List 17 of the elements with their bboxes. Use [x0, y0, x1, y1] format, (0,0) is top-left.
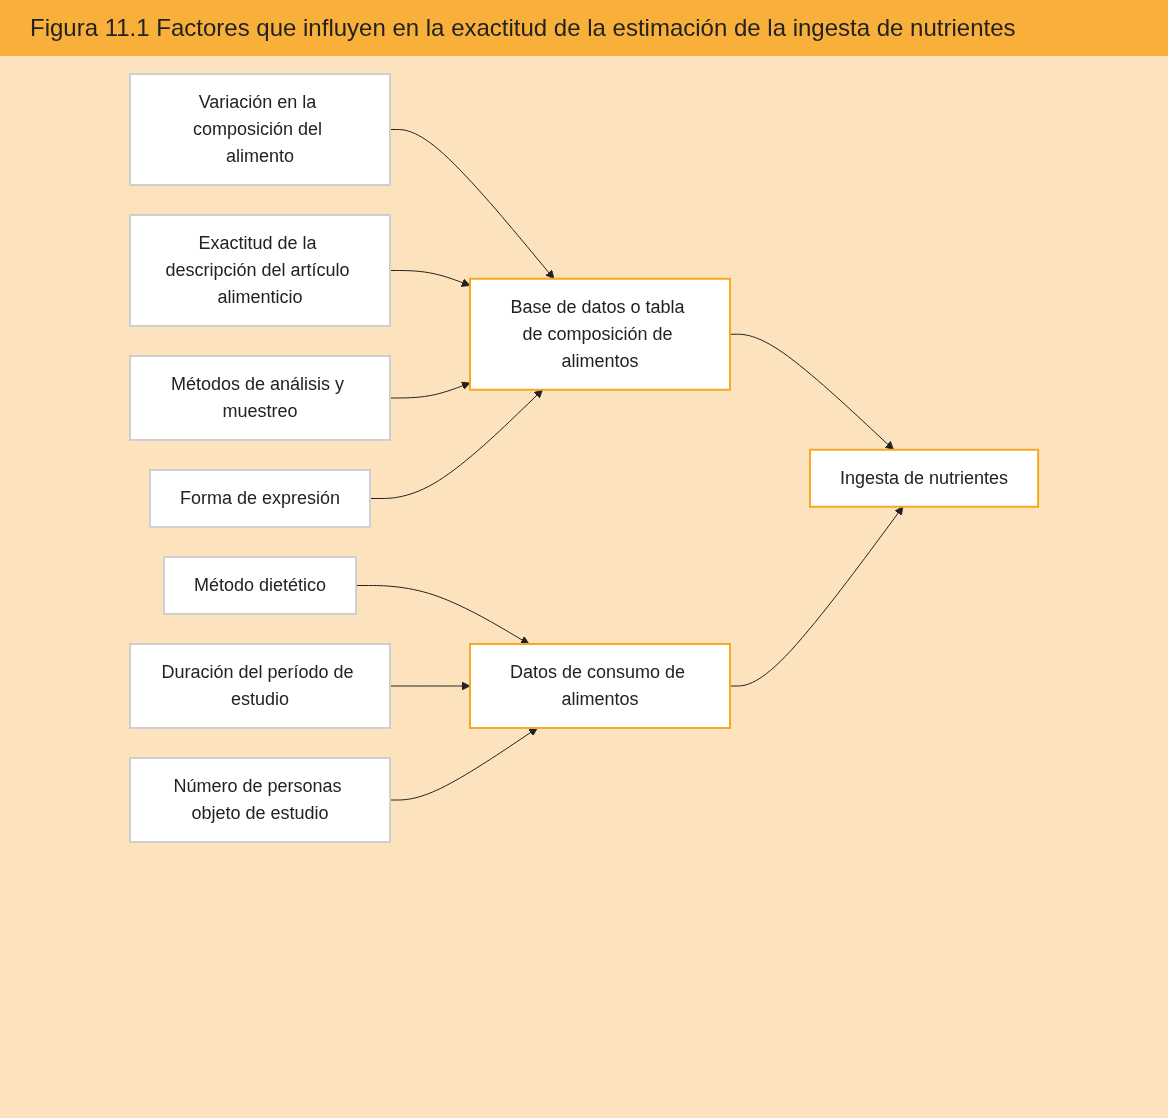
node-box: Datos de consumo de alimentos — [468, 643, 731, 729]
arrow — [389, 129, 555, 280]
arrow — [389, 727, 538, 801]
node-box: Base de datos o tabla de composición de alimentos — [468, 277, 731, 391]
arrow — [729, 333, 894, 451]
node-box: Exactitud de la descripción del artículo alimenticio — [128, 214, 391, 327]
arrow — [355, 585, 530, 645]
node-box: Número de personas objeto de estudio — [128, 757, 391, 843]
node-box: Método dietético — [162, 556, 357, 615]
node-box: Duración del período de estudio — [128, 643, 391, 729]
figure-title: Figura 11.1 Factores que influyen en la exactitud de la estimación de la ingesta de nutrientes — [0, 0, 1168, 56]
node-box: Ingesta de nutrientes — [808, 448, 1040, 508]
node-box: Métodos de análisis y muestreo — [128, 355, 391, 441]
arrow — [729, 506, 904, 687]
arrow — [369, 389, 543, 499]
node-box: Forma de expresión — [148, 469, 371, 528]
node-box: Variación en la composición del alimento — [128, 73, 391, 186]
